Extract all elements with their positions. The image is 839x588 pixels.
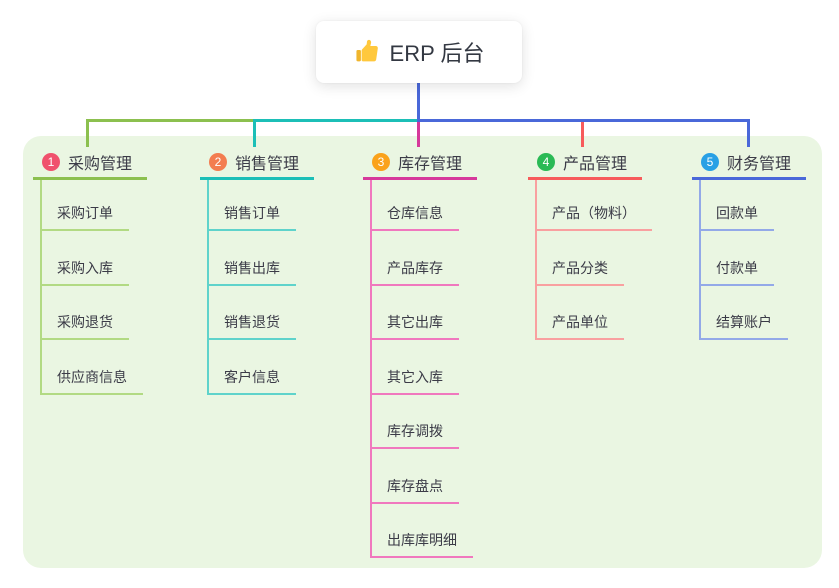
child-node[interactable]: 采购退货 (40, 312, 129, 340)
child-node[interactable]: 客户信息 (207, 367, 296, 395)
branch-column-2: 2 销售管理 销售订单 销售出库 销售退货 客户信息 (200, 0, 380, 588)
root-node[interactable]: ERP 后台 (316, 21, 522, 83)
branch-node-2[interactable]: 2 销售管理 (200, 146, 314, 180)
branch-label: 财务管理 (727, 155, 792, 173)
branch-node-1[interactable]: 1 采购管理 (33, 146, 147, 180)
branch-column-5: 5 财务管理 回款单 付款单 结算账户 (692, 0, 839, 588)
branch-node-5[interactable]: 5 财务管理 (692, 146, 806, 180)
branch-trunk-line (207, 180, 209, 395)
thumbs-up-icon (354, 39, 380, 65)
child-node[interactable]: 仓库信息 (370, 203, 459, 231)
branch-node-4[interactable]: 4 产品管理 (528, 146, 642, 180)
branch-label: 采购管理 (68, 155, 133, 173)
branch-trunk-line (40, 180, 42, 395)
branch-node-3[interactable]: 3 库存管理 (363, 146, 477, 180)
child-node[interactable]: 供应商信息 (40, 367, 143, 395)
root-node-label: ERP 后台 (389, 41, 485, 66)
child-node[interactable]: 销售退货 (207, 312, 296, 340)
branch-number-badge: 5 (701, 152, 719, 171)
branch-trunk-line (535, 180, 537, 340)
child-node[interactable]: 销售订单 (207, 203, 296, 231)
connector-drop-branch-1 (86, 119, 89, 147)
connector-drop-branch-3 (417, 122, 420, 147)
child-node[interactable]: 采购入库 (40, 258, 129, 286)
child-node[interactable]: 出库库明细 (370, 530, 473, 558)
child-node[interactable]: 产品单位 (535, 312, 624, 340)
branch-number-badge: 3 (372, 152, 390, 171)
child-node[interactable]: 采购订单 (40, 203, 129, 231)
connector-horizontal-branch-1 (86, 119, 256, 122)
child-node[interactable]: 其它入库 (370, 367, 459, 395)
connector-root-trunk (417, 83, 420, 119)
child-node[interactable]: 回款单 (699, 203, 774, 231)
branch-label: 销售管理 (235, 155, 300, 173)
connector-horizontal-branch-5 (417, 119, 750, 122)
child-node[interactable]: 销售出库 (207, 258, 296, 286)
branch-label: 产品管理 (563, 155, 628, 173)
connector-drop-branch-2 (253, 119, 256, 147)
connector-horizontal-branch-2 (254, 119, 418, 122)
connector-drop-branch-5 (747, 119, 750, 147)
child-node[interactable]: 付款单 (699, 258, 774, 286)
child-node[interactable]: 库存盘点 (370, 476, 459, 504)
child-node[interactable]: 产品分类 (535, 258, 624, 286)
branch-group-panel (23, 136, 822, 568)
connector-drop-branch-4 (581, 122, 584, 147)
branch-column-3: 3 库存管理 仓库信息 产品库存 其它出库 其它入库 库存调拨 库存盘点 出库库… (363, 0, 543, 588)
child-node[interactable]: 产品（物料） (535, 203, 652, 231)
branch-number-badge: 2 (209, 152, 227, 171)
branch-column-4: 4 产品管理 产品（物料） 产品分类 产品单位 (528, 0, 708, 588)
child-node[interactable]: 库存调拨 (370, 421, 459, 449)
branch-column-1: 1 采购管理 采购订单 采购入库 采购退货 供应商信息 (33, 0, 213, 588)
branch-label: 库存管理 (398, 155, 463, 173)
branch-number-badge: 4 (537, 152, 555, 171)
child-node[interactable]: 产品库存 (370, 258, 459, 286)
branch-trunk-line (699, 180, 701, 340)
child-node[interactable]: 其它出库 (370, 312, 459, 340)
child-node[interactable]: 结算账户 (699, 312, 788, 340)
branch-number-badge: 1 (42, 152, 60, 171)
branch-trunk-line (370, 180, 372, 558)
